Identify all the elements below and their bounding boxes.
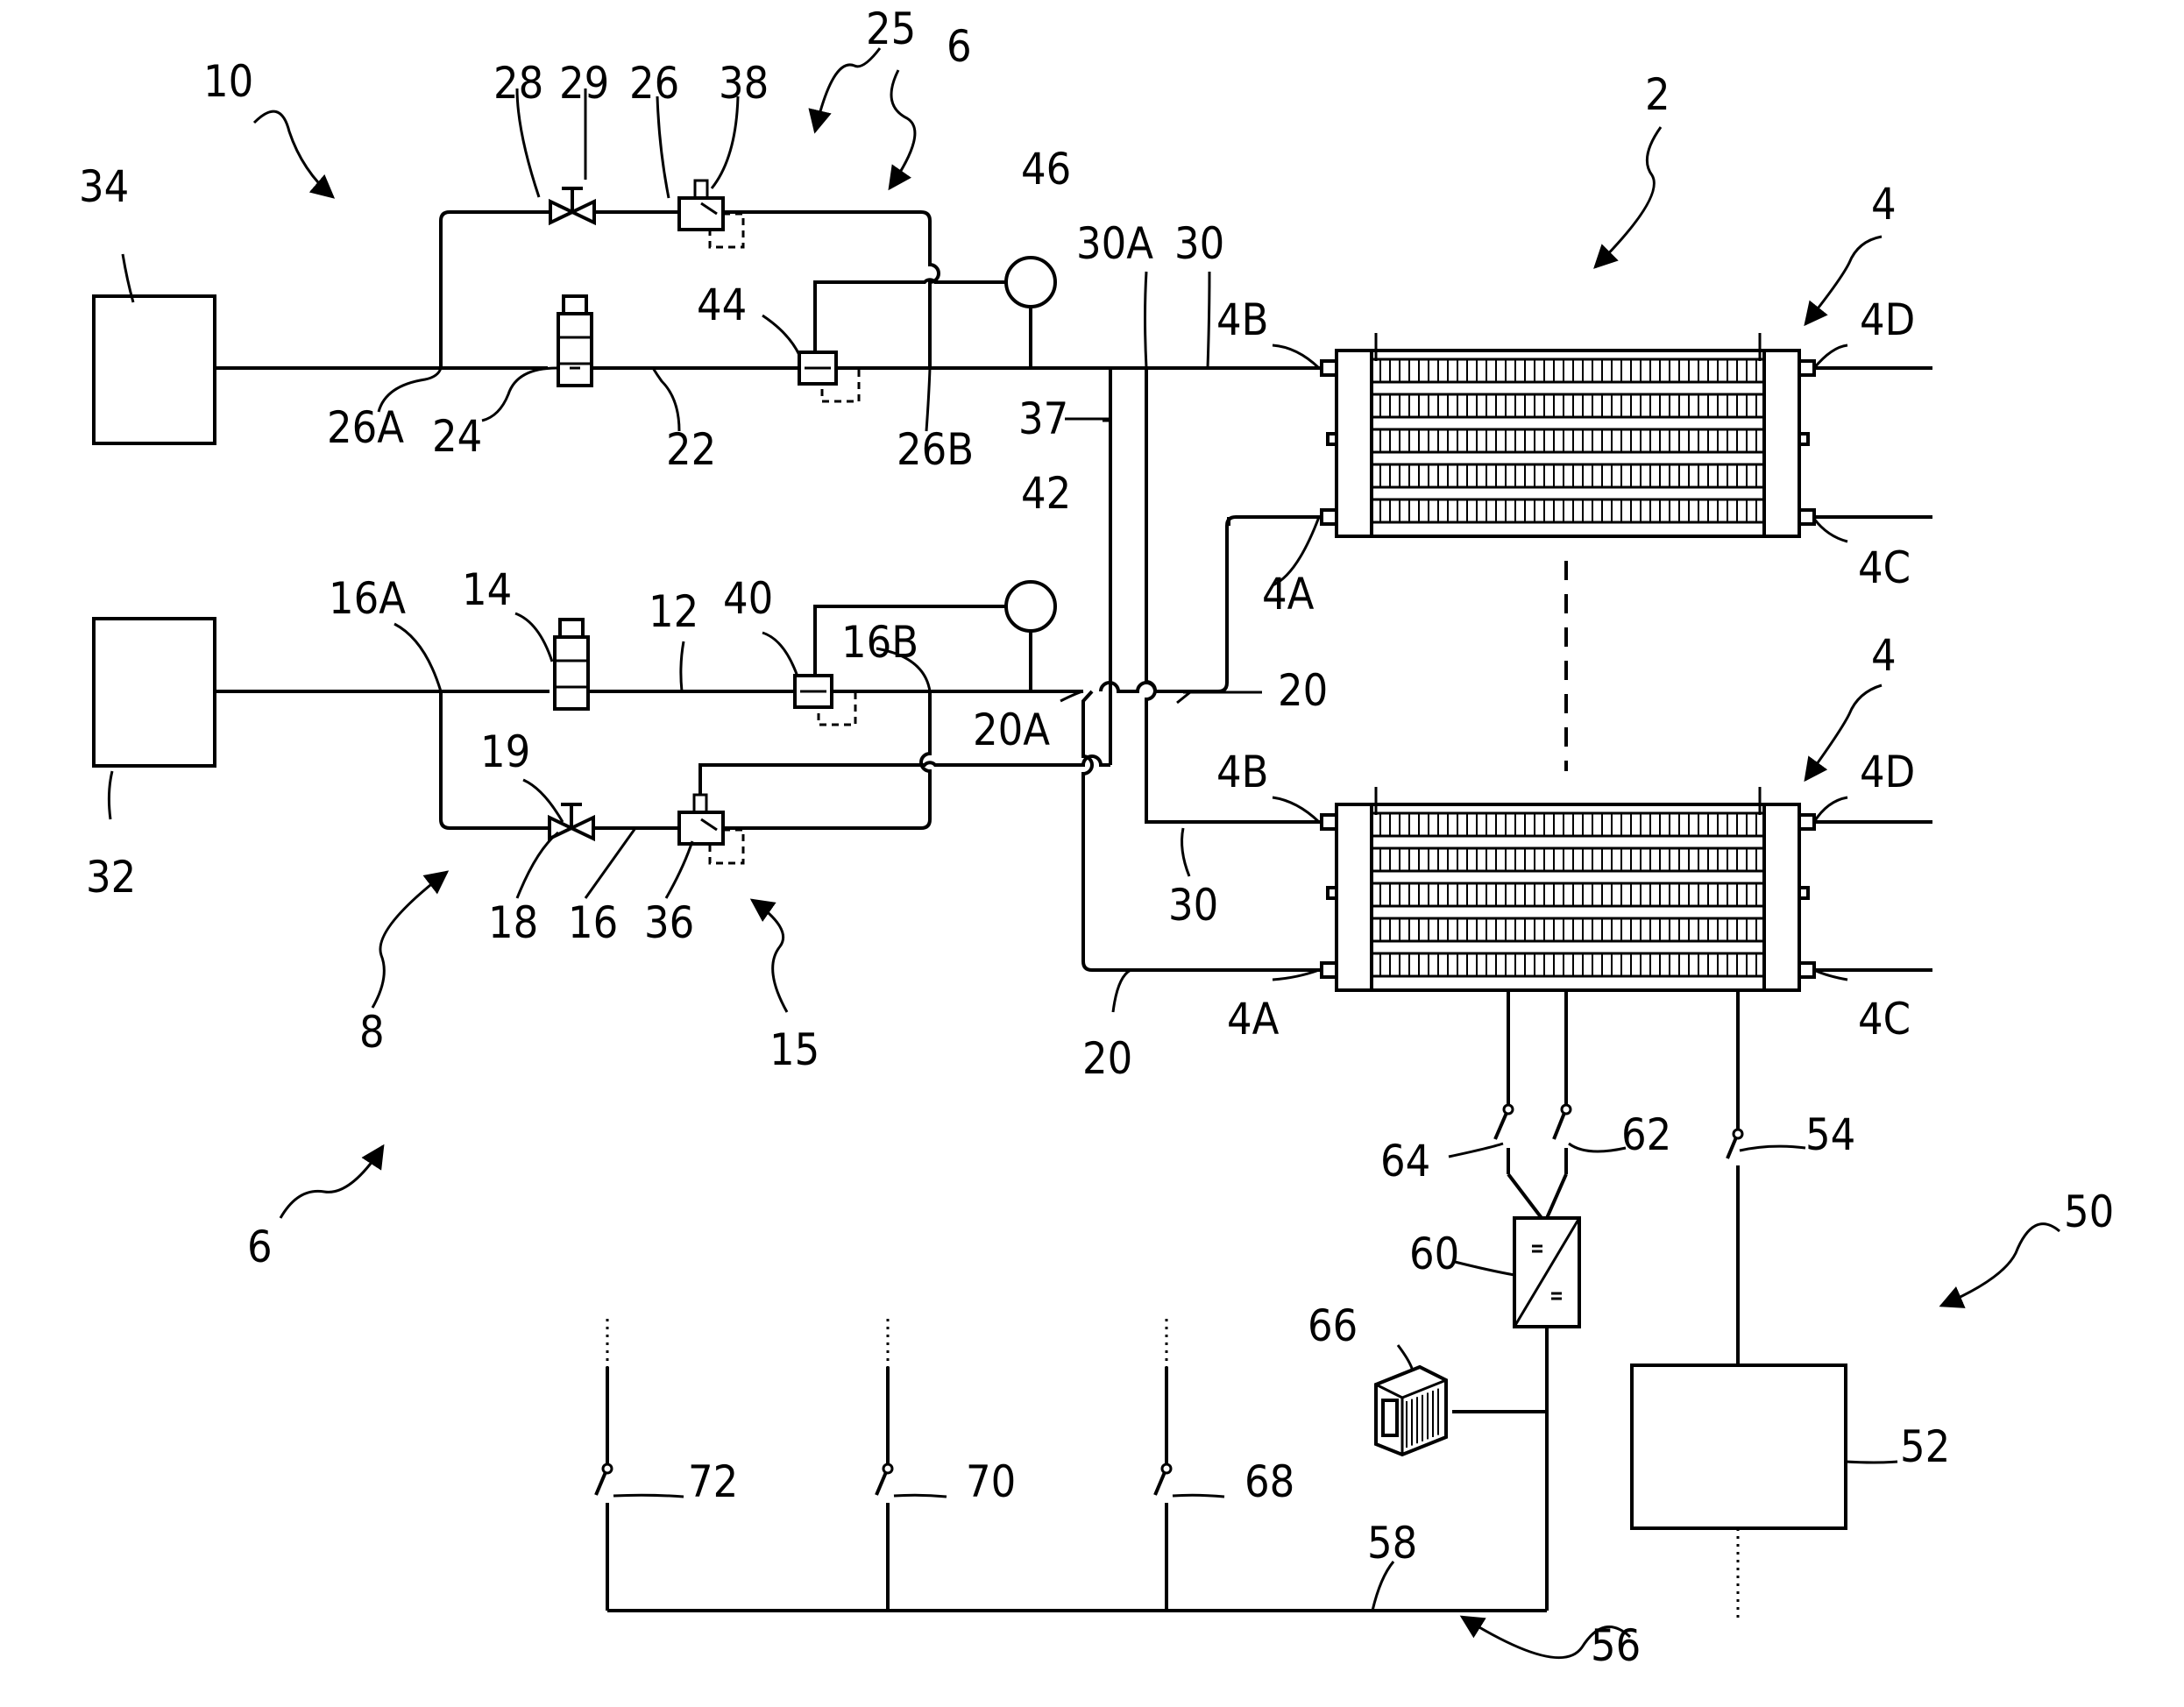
- label-54: 54: [1805, 1109, 1855, 1160]
- label-30-bot: 30: [1168, 880, 1218, 931]
- regulator-36: [679, 756, 1110, 863]
- battery-66: [1376, 1367, 1446, 1455]
- label-46: 46: [1021, 144, 1071, 195]
- label-4-bot: 4: [1871, 630, 1897, 681]
- label-42: 42: [1021, 468, 1071, 519]
- pressure-gauge-42: [1006, 582, 1055, 691]
- label-25: 25: [866, 4, 916, 54]
- label-4A-top: 4A: [1262, 569, 1315, 620]
- electrical-network: [596, 990, 1846, 1621]
- label-26: 26: [629, 58, 679, 109]
- label-16A: 16A: [329, 573, 406, 624]
- manual-valve-28: [550, 188, 594, 223]
- label-8: 8: [359, 1007, 385, 1058]
- label-37: 37: [1018, 393, 1068, 444]
- label-29: 29: [559, 58, 609, 109]
- label-44: 44: [697, 280, 747, 330]
- label-2: 2: [1645, 69, 1670, 120]
- label-30A: 30A: [1076, 218, 1153, 269]
- label-20-bot: 20: [1082, 1033, 1132, 1084]
- label-10: 10: [203, 56, 253, 107]
- label-12: 12: [649, 586, 698, 637]
- label-6-bot: 6: [247, 1222, 273, 1272]
- fuel-cell-stack-bottom: [1322, 787, 1814, 990]
- label-4D-top: 4D: [1860, 294, 1915, 345]
- label-34: 34: [79, 161, 129, 212]
- label-62: 62: [1621, 1109, 1671, 1160]
- label-4C-bot: 4C: [1858, 994, 1911, 1045]
- label-32: 32: [86, 852, 136, 903]
- label-66: 66: [1308, 1300, 1358, 1351]
- pressure-gauge-46: [1006, 258, 1055, 368]
- label-50: 50: [2064, 1186, 2114, 1237]
- label-72: 72: [688, 1456, 738, 1507]
- tank-34: [94, 296, 215, 443]
- label-6-top: 6: [947, 21, 972, 72]
- label-52: 52: [1900, 1421, 1950, 1472]
- tank-32: [94, 619, 215, 766]
- fuel-cell-stack-top: [1322, 333, 1814, 536]
- label-58: 58: [1367, 1518, 1417, 1569]
- regulator-44: [799, 280, 1008, 401]
- label-19: 19: [480, 726, 530, 777]
- label-56: 56: [1591, 1620, 1641, 1671]
- label-30-top: 30: [1174, 218, 1224, 269]
- label-15: 15: [769, 1024, 819, 1075]
- label-20-top: 20: [1278, 665, 1328, 716]
- solenoid-valve-14: [555, 620, 588, 709]
- label-16B: 16B: [841, 617, 918, 668]
- label-20A: 20A: [973, 705, 1050, 755]
- label-26A: 26A: [327, 402, 404, 453]
- label-36: 36: [644, 897, 694, 948]
- label-70: 70: [966, 1456, 1016, 1507]
- label-4D-bot: 4D: [1860, 747, 1915, 797]
- solenoid-valve-24: [558, 296, 592, 386]
- label-26B: 26B: [897, 424, 974, 475]
- label-68: 68: [1244, 1456, 1294, 1507]
- label-18: 18: [488, 897, 538, 948]
- label-4B-top: 4B: [1216, 294, 1268, 345]
- label-14: 14: [462, 564, 512, 615]
- label-4A-bot: 4A: [1227, 994, 1280, 1045]
- label-4-top: 4: [1871, 179, 1897, 230]
- label-60: 60: [1409, 1229, 1459, 1279]
- bypass-line-26: [441, 212, 939, 368]
- label-40: 40: [723, 573, 773, 624]
- label-16: 16: [568, 897, 618, 948]
- label-38: 38: [719, 58, 769, 109]
- label-28: 28: [493, 58, 543, 109]
- label-24: 24: [432, 411, 482, 462]
- label-22: 22: [666, 424, 716, 475]
- label-4B-bot: 4B: [1216, 747, 1268, 797]
- label-4C-top: 4C: [1858, 542, 1911, 593]
- label-64: 64: [1380, 1136, 1430, 1186]
